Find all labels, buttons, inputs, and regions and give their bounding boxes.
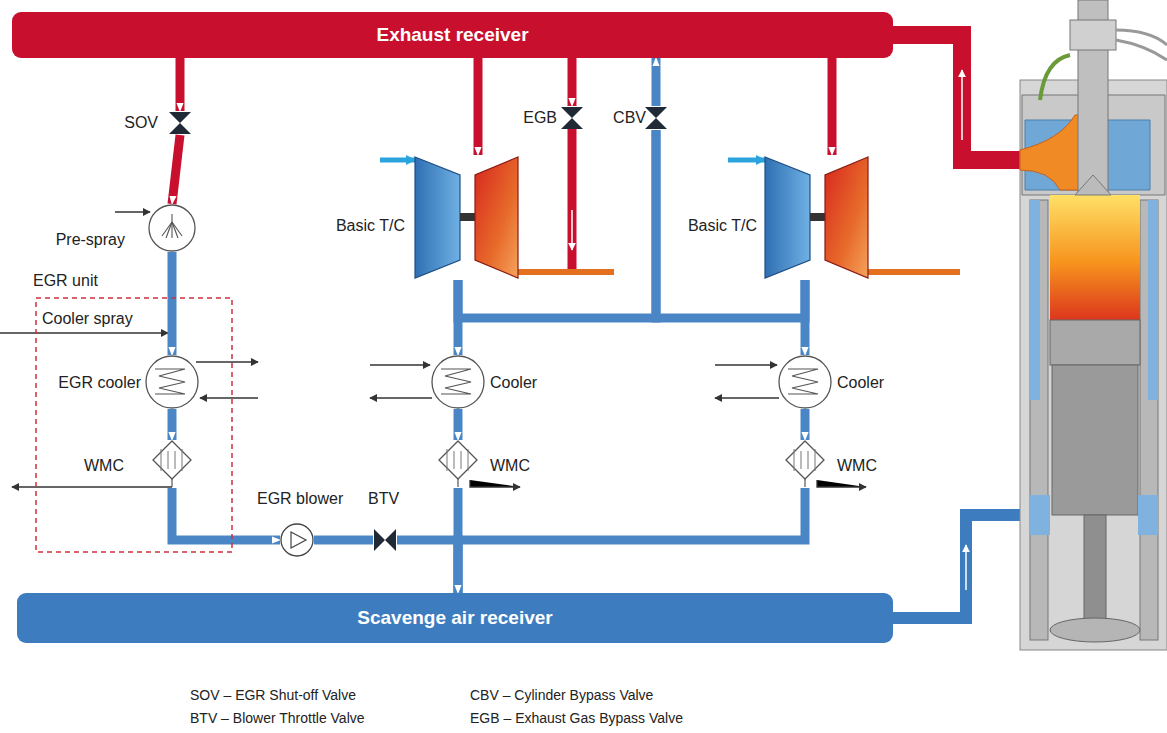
cooler-node: Cooler <box>431 355 485 409</box>
wmc-symbol <box>785 440 825 488</box>
pipe-connector <box>168 409 177 440</box>
legend-note: BTV – Blower Throttle Valve <box>190 710 365 726</box>
pipe-connector <box>801 409 810 440</box>
component-label: EGR unit <box>33 272 98 290</box>
component-label: BTV <box>368 490 399 508</box>
valve-node: CBV <box>644 106 668 130</box>
receiver-title: Scavenge air receiver <box>357 607 552 629</box>
valve-symbol <box>373 528 397 552</box>
component-label: WMC <box>490 457 530 475</box>
pipe-connector <box>314 536 373 545</box>
turbocharger <box>763 155 870 280</box>
pipe-connector <box>176 58 185 111</box>
blower-symbol <box>280 523 314 557</box>
pipe-connector <box>652 58 661 106</box>
pipe-connector <box>397 540 458 593</box>
component-label: CBV <box>613 109 646 127</box>
component-label: Cooler <box>490 374 537 392</box>
wmc-node: WMC <box>152 440 192 488</box>
component-label: Cooler <box>837 374 884 392</box>
component-label: Basic T/C <box>688 217 757 235</box>
component-label: Basic T/C <box>336 217 405 235</box>
egr-unit-frame: EGR unitEGR coolerWMC <box>35 297 233 553</box>
scavenge-receiver: Scavenge air receiver <box>17 593 893 643</box>
valve-node: SOV <box>168 111 192 135</box>
spray-label: Cooler spray <box>42 310 133 328</box>
egr-unit-frame <box>35 297 233 553</box>
cooler-node: Cooler <box>778 355 832 409</box>
cooler-symbol <box>778 355 832 409</box>
pipe-connector <box>168 252 177 355</box>
component-label: WMC <box>837 457 877 475</box>
cooler-node: EGR cooler <box>145 355 199 409</box>
legend-note: EGB – Exhaust Gas Bypass Valve <box>470 710 683 726</box>
wmc-node: WMC <box>785 440 825 488</box>
valve-node: EGB <box>560 106 584 130</box>
cooler-symbol <box>145 355 199 409</box>
valve-node: BTV <box>373 528 397 552</box>
valve-symbol <box>560 106 584 130</box>
valve-symbol <box>168 111 192 135</box>
cooler-symbol <box>431 355 485 409</box>
pre-spray-symbol <box>148 204 196 252</box>
receiver-title: Exhaust receiver <box>376 24 528 46</box>
pipe-connector <box>568 58 577 106</box>
component-label: Pre-spray <box>56 231 125 249</box>
turbocharger <box>413 155 520 280</box>
pipe-connector <box>828 58 837 155</box>
valve-symbol <box>644 106 668 130</box>
legend-note: CBV – Cylinder Bypass Valve <box>470 687 653 703</box>
pipe-connector <box>474 58 483 155</box>
pipe-connector <box>172 135 180 204</box>
pipe-connector <box>454 409 463 440</box>
wmc-symbol <box>438 440 478 488</box>
pipe-connector <box>458 130 656 318</box>
pre-spray-node: Pre-spray <box>148 204 196 252</box>
component-label: EGR cooler <box>58 374 141 392</box>
wmc-symbol <box>152 440 192 488</box>
pipe-connector <box>458 488 805 593</box>
turbocharger: Basic T/C <box>413 155 520 280</box>
blower-node: EGR blower <box>280 523 314 557</box>
component-label: EGB <box>523 109 557 127</box>
component-label: SOV <box>124 114 158 132</box>
legend-note: SOV – EGR Shut-off Valve <box>190 687 356 703</box>
turbocharger: Basic T/C <box>763 155 870 280</box>
component-label: EGR blower <box>257 490 343 508</box>
component-label: WMC <box>84 457 124 475</box>
wmc-node: WMC <box>438 440 478 488</box>
exhaust-receiver: Exhaust receiver <box>12 12 893 58</box>
